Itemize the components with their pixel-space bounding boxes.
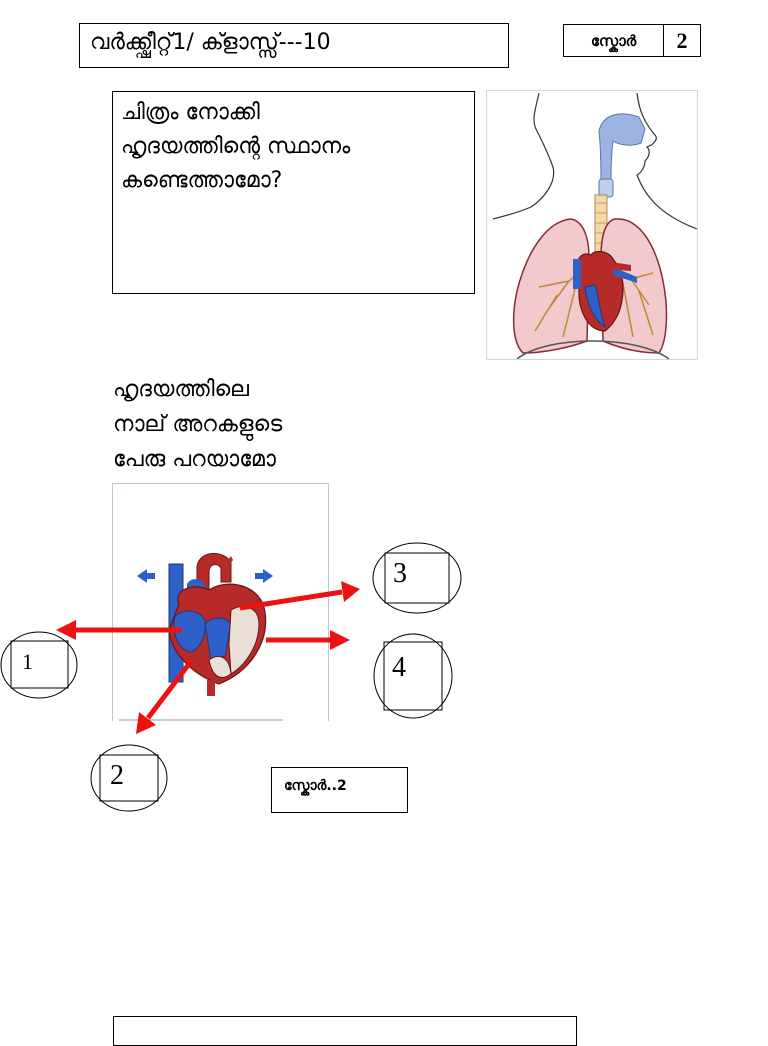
score-bottom-box: സ്കോർ..2 xyxy=(271,767,408,813)
worksheet-title: വർക്ക്ഷീറ്റ്1/ ക്ളാസ്സ്---10 xyxy=(79,23,509,68)
callout-2: 2 xyxy=(89,743,171,813)
question-2-line: നാല് അറകളുടെ xyxy=(113,412,283,437)
question-2: ഹൃദയത്തിലെ നാല് അറകളുടെ പേരു പറയാമോ xyxy=(113,372,282,477)
respiratory-system-image xyxy=(486,90,698,360)
question-2-line: പേരു പറയാമോ xyxy=(113,447,276,472)
question-2-line: ഹൃദയത്തിലെ xyxy=(113,377,249,402)
score-box: സ്കോർ 2 xyxy=(563,24,701,57)
score-value: 2 xyxy=(676,27,688,53)
callout-1-label: 1 xyxy=(22,649,33,674)
callout-3: 3 xyxy=(371,541,463,615)
question-1-line: കണ്ടെത്താമോ? xyxy=(121,168,283,193)
answer-box xyxy=(113,1016,577,1046)
callout-4: 4 xyxy=(372,632,454,720)
callout-4-label: 4 xyxy=(392,652,406,683)
question-1-box: ചിത്രം നോക്കി ഹൃദയത്തിന്റെ സ്ഥാനം കണ്ടെത… xyxy=(112,91,475,294)
score-label: സ്കോർ xyxy=(564,25,664,56)
question-1-line: ഹൃദയത്തിന്റെ സ്ഥാനം xyxy=(121,134,351,159)
question-1-line: ചിത്രം നോക്കി xyxy=(121,100,260,125)
heart-diagram-image xyxy=(112,483,329,721)
callout-2-label: 2 xyxy=(110,760,124,791)
callout-3-label: 3 xyxy=(393,558,407,589)
callout-1: 1 xyxy=(0,630,80,700)
